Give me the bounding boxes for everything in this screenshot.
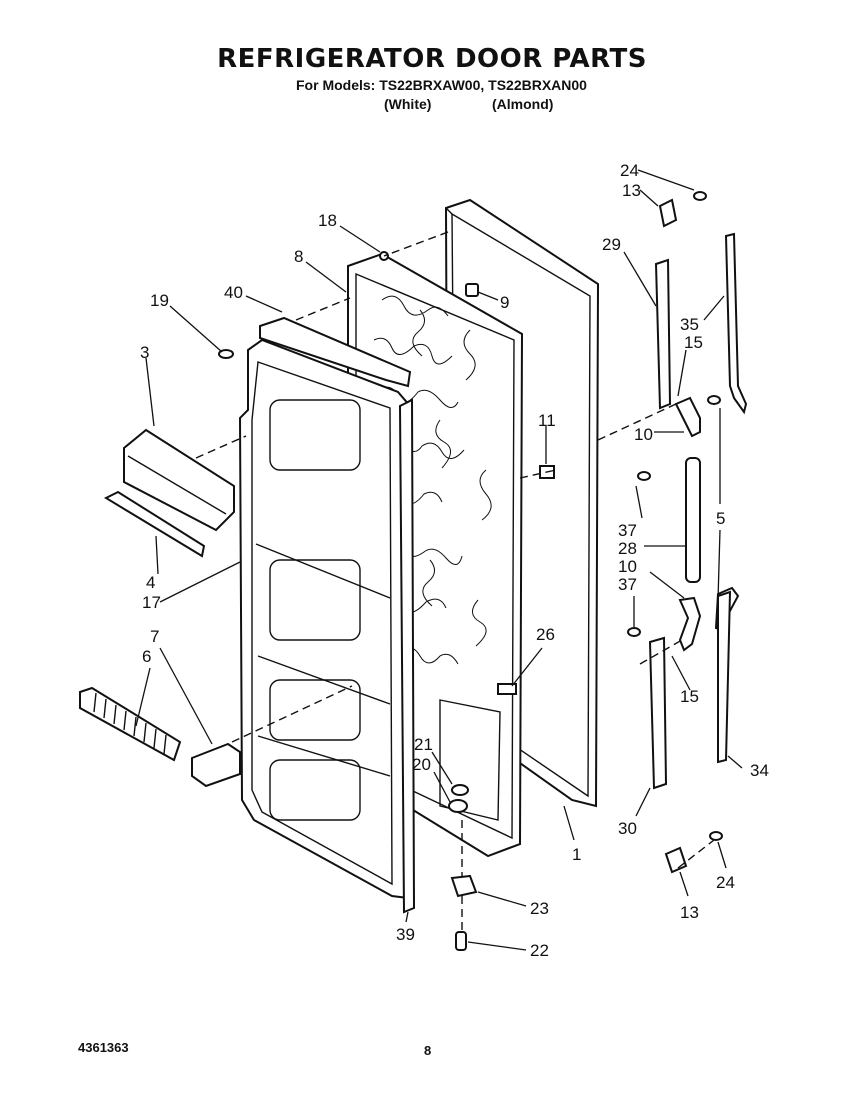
callout-37-lower: 37	[618, 575, 637, 594]
callout-30: 30	[618, 819, 637, 838]
stop-part-26	[497, 683, 517, 695]
lower-side-strip	[717, 590, 732, 764]
hinge-part-10-lower	[678, 596, 702, 652]
tube-part-28	[685, 457, 701, 583]
callout-8: 8	[294, 247, 303, 266]
callout-15-lower: 15	[680, 687, 699, 706]
clip-part-13-top	[658, 198, 678, 228]
hinge-bracket-23	[450, 874, 478, 898]
callout-35: 35	[680, 315, 699, 334]
callout-5: 5	[716, 509, 725, 528]
callout-9: 9	[500, 293, 509, 312]
shelf-bin	[123, 428, 235, 532]
screw-part-24-bottom	[709, 831, 723, 841]
callout-6: 6	[142, 647, 151, 666]
assembly-lines	[195, 231, 715, 930]
screw-part-37-upper	[637, 471, 651, 481]
callout-29: 29	[602, 235, 621, 254]
clip-part-13-bottom	[664, 846, 688, 874]
callout-34: 34	[750, 761, 769, 780]
color-almond-label: (Almond)	[492, 96, 554, 112]
grille-part	[79, 686, 182, 762]
leader-lines	[135, 169, 743, 951]
callout-26: 26	[536, 625, 555, 644]
callout-1: 1	[572, 845, 581, 864]
callout-21: 21	[414, 735, 433, 754]
hinge-part-10-upper	[674, 396, 701, 438]
callout-11: 11	[538, 411, 556, 430]
screw-part-upper	[707, 395, 721, 405]
callout-10-lower: 10	[618, 557, 637, 576]
page-title: REFRIGERATOR DOOR PARTS	[217, 44, 647, 74]
callout-13-bottom: 13	[680, 903, 699, 922]
callout-24-top: 24	[620, 161, 639, 180]
top-trim	[259, 316, 412, 388]
screw-part-22	[455, 931, 467, 951]
screw-part-19	[218, 349, 234, 359]
callout-18: 18	[318, 211, 337, 230]
callout-37-upper: 37	[618, 521, 637, 540]
callout-40: 40	[224, 283, 243, 302]
callout-28: 28	[618, 539, 637, 558]
document-number: 4361363	[78, 1040, 129, 1055]
callout-17: 17	[142, 593, 161, 612]
color-white-label: (White)	[384, 96, 432, 112]
screw-part-24-top	[693, 191, 707, 201]
callout-23: 23	[530, 899, 549, 918]
door-liner	[238, 338, 412, 900]
side-trim-strip	[398, 398, 416, 914]
screw-part-37-lower	[627, 627, 641, 637]
callout-labels: 24 13 29 35 15 18 8 9 40 19 3 11 10 5 37…	[140, 161, 769, 960]
callout-10-upper: 10	[634, 425, 653, 444]
callout-7: 7	[150, 627, 159, 646]
callout-20: 20	[412, 755, 431, 774]
callout-24-bottom: 24	[716, 873, 735, 892]
callout-22: 22	[530, 941, 549, 960]
bin-rail	[103, 490, 206, 558]
plug-part	[465, 283, 479, 297]
bracket-part-7	[191, 742, 241, 788]
callout-19: 19	[150, 291, 169, 310]
callout-4: 4	[146, 573, 155, 592]
model-numbers: For Models: TS22BRXAW00, TS22BRXAN00	[296, 77, 587, 93]
upper-side-strip	[724, 232, 748, 415]
callout-13-top: 13	[622, 181, 641, 200]
callout-3: 3	[140, 343, 149, 362]
callout-15-upper: 15	[684, 333, 703, 352]
upper-channel	[654, 258, 672, 410]
washer-part-20	[448, 799, 468, 813]
callout-39: 39	[396, 925, 415, 944]
lower-channel	[648, 636, 668, 790]
page-number: 8	[424, 1043, 432, 1058]
bushing-part-21	[451, 784, 469, 796]
